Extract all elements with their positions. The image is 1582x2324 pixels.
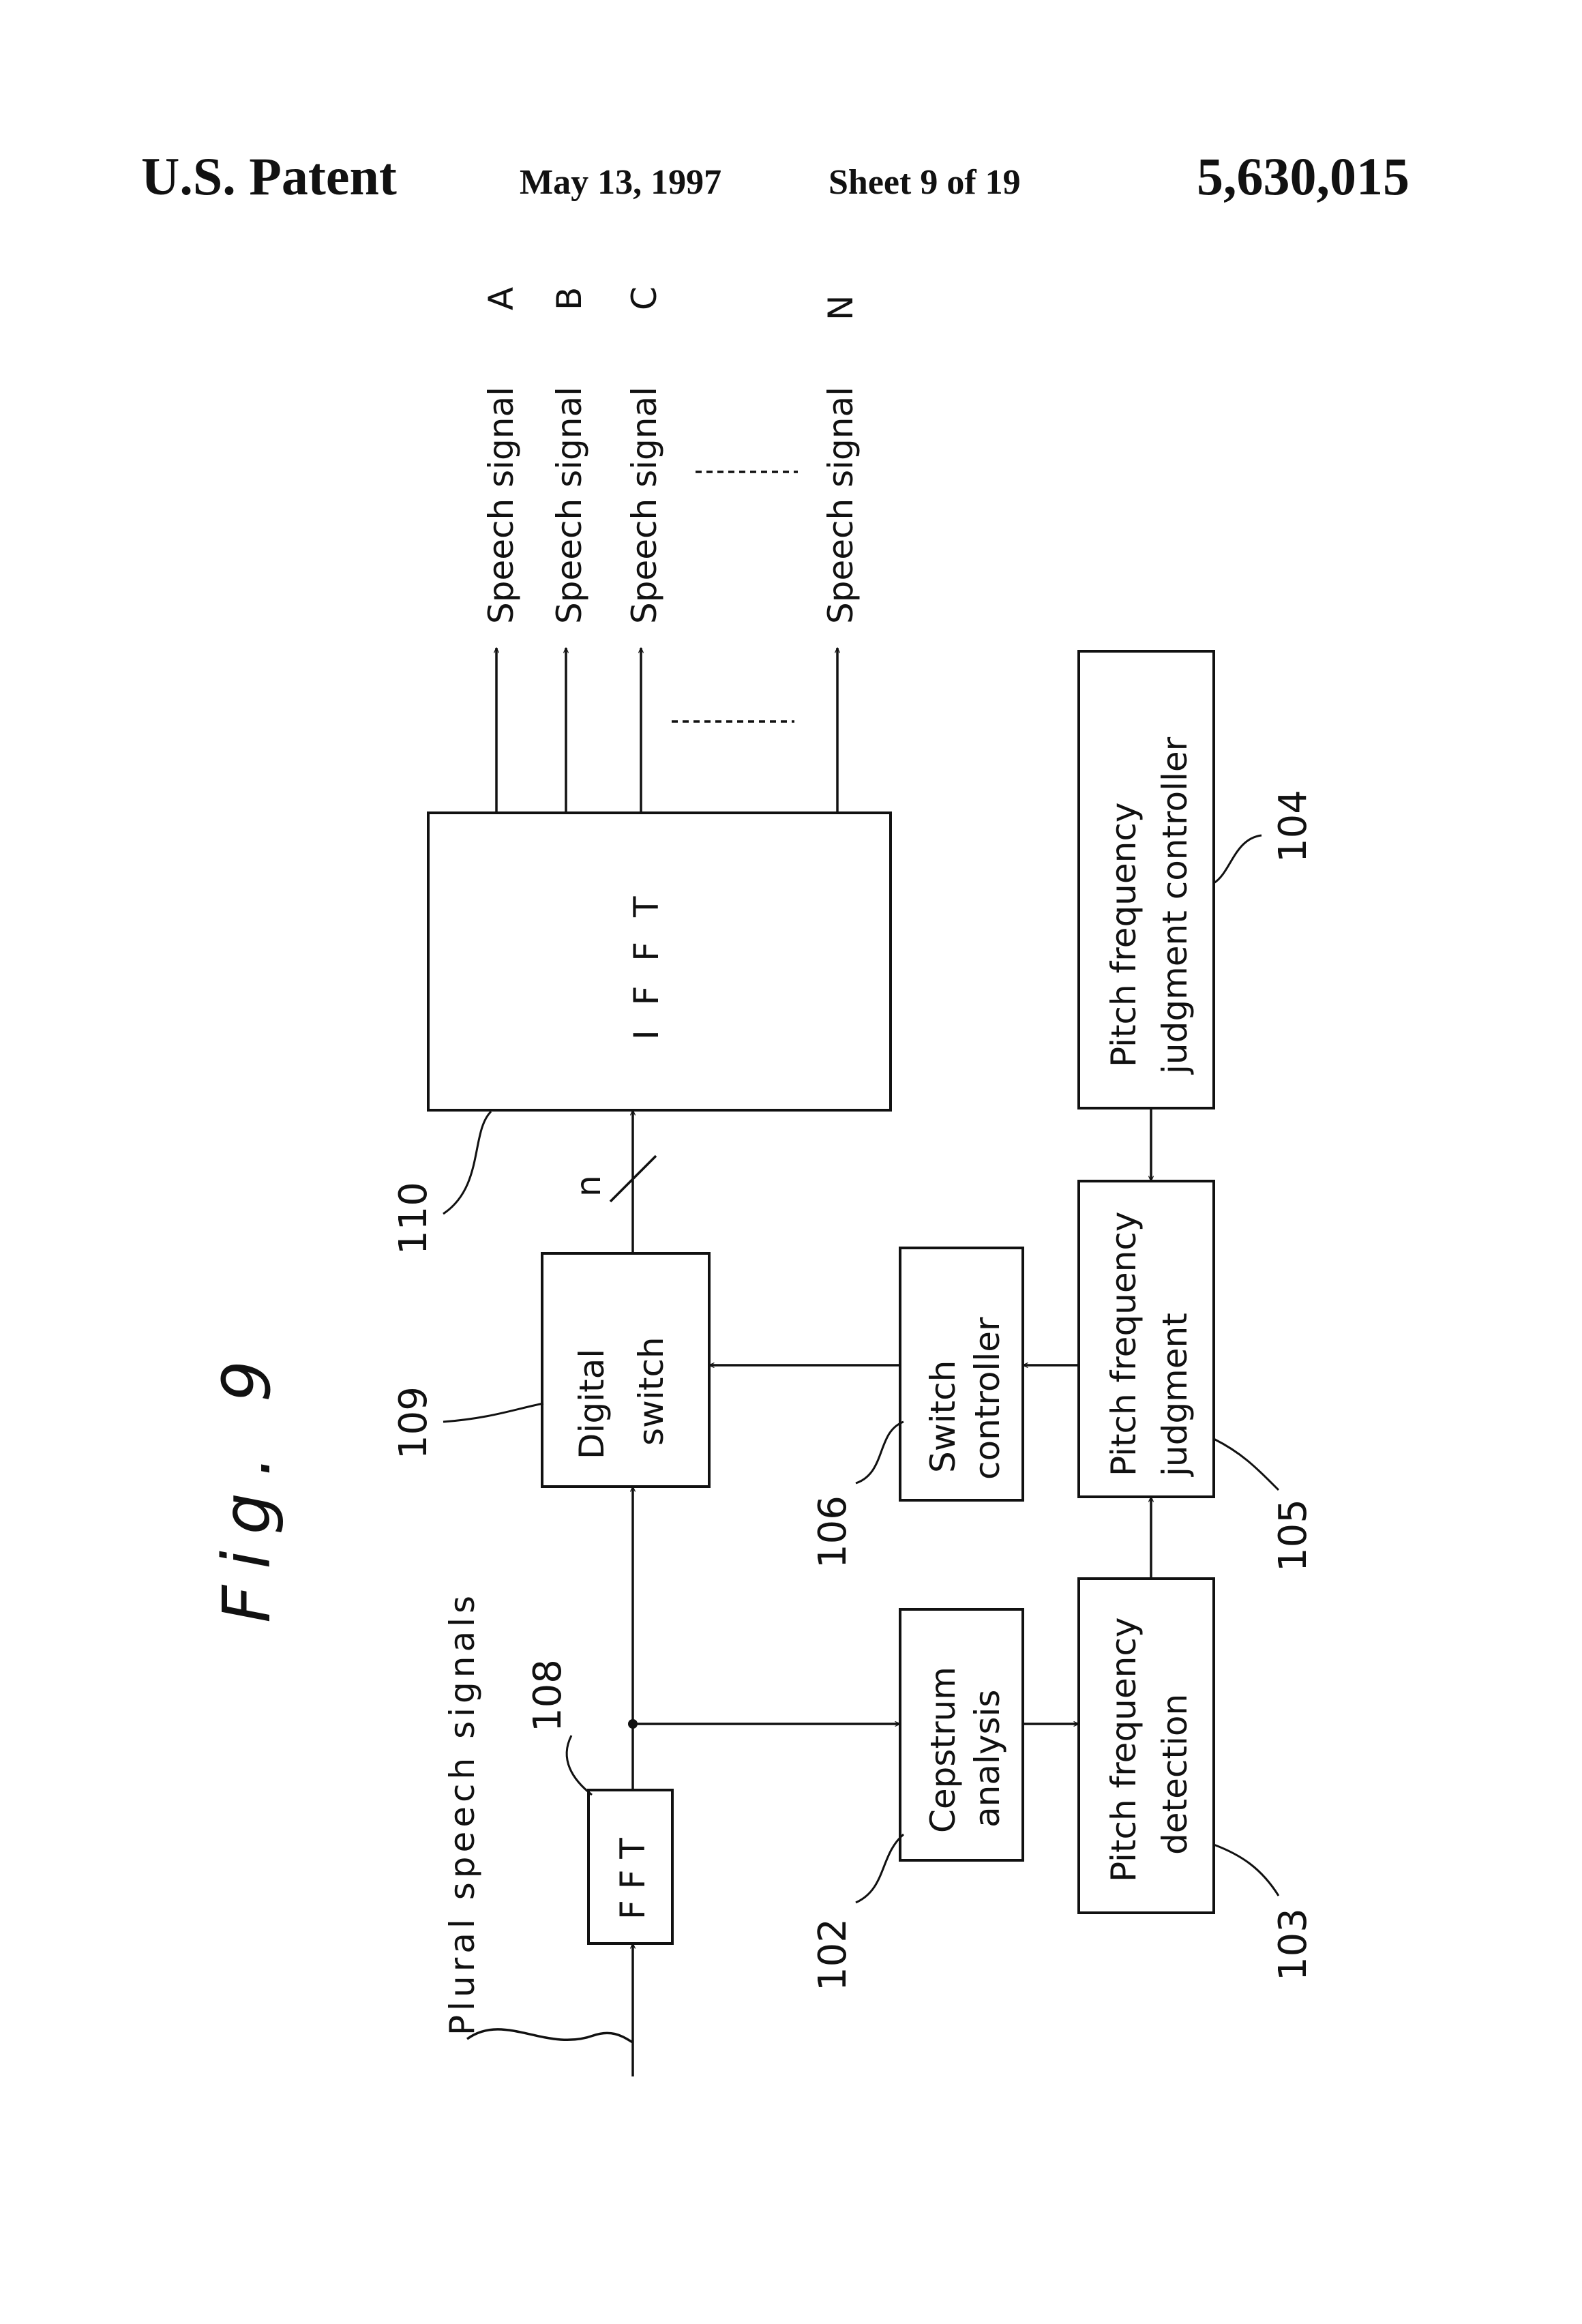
output-label-c: Speech signal bbox=[625, 387, 664, 624]
cepstrum-label-1: Cepstrum bbox=[923, 1667, 963, 1833]
judgment-controller-label-1: Pitch frequency bbox=[1104, 803, 1144, 1067]
digital-switch-ref: 109 bbox=[391, 1386, 436, 1459]
pitch-judgment-ref: 105 bbox=[1271, 1499, 1315, 1572]
output-letter-c: C bbox=[625, 286, 664, 310]
pitch-judgment-label-1: Pitch frequency bbox=[1104, 1212, 1144, 1476]
pitch-detection-label-2: detection bbox=[1155, 1694, 1195, 1855]
fft-label: F F T bbox=[613, 1838, 653, 1920]
pitch-detection-ref: 103 bbox=[1271, 1908, 1315, 1981]
switch-controller-label-2: controller bbox=[968, 1317, 1007, 1480]
output-letter-b: B bbox=[550, 287, 589, 310]
switch-controller-ref: 106 bbox=[811, 1495, 855, 1568]
judgment-controller-ref: 104 bbox=[1271, 790, 1315, 863]
input-label: Plural speech signals bbox=[443, 1592, 482, 2036]
output-label-b: Speech signal bbox=[550, 387, 589, 624]
ifft-ref-leader bbox=[443, 1112, 491, 1214]
ifft-ref: 110 bbox=[391, 1182, 436, 1255]
cepstrum-ref-leader bbox=[856, 1834, 904, 1903]
fft-ref: 108 bbox=[526, 1659, 570, 1732]
bus-width-label: n bbox=[569, 1175, 608, 1197]
output-letter-a: A bbox=[481, 287, 521, 310]
pitch-detection-ref-leader bbox=[1214, 1845, 1279, 1896]
digital-switch-label-1: Digital bbox=[572, 1349, 612, 1459]
judgment-controller-ref-leader bbox=[1214, 835, 1262, 883]
pitch-detection-label-1: Pitch frequency bbox=[1104, 1618, 1144, 1882]
pitch-judgment-ref-leader bbox=[1214, 1439, 1279, 1490]
switch-controller-label-1: Switch bbox=[923, 1360, 963, 1473]
input-wavy-line bbox=[467, 2029, 633, 2042]
ifft-label: I F F T bbox=[627, 890, 666, 1041]
output-label-n: Speech signal bbox=[821, 387, 861, 624]
output-letter-n: N bbox=[821, 295, 861, 321]
pitch-judgment-label-2: judgment bbox=[1155, 1313, 1195, 1477]
figure-title: Fig. 9 bbox=[209, 1344, 285, 1623]
digital-switch-ref-leader bbox=[443, 1403, 543, 1422]
output-label-a: Speech signal bbox=[481, 387, 521, 624]
fft-ref-leader bbox=[567, 1735, 592, 1795]
judgment-controller-label-2: judgment controller bbox=[1155, 736, 1195, 1075]
digital-switch-block bbox=[542, 1253, 709, 1487]
cepstrum-label-2: analysis bbox=[968, 1690, 1007, 1828]
digital-switch-label-2: switch bbox=[631, 1337, 671, 1446]
switch-controller-ref-leader bbox=[856, 1422, 904, 1483]
cepstrum-ref: 102 bbox=[811, 1918, 855, 1991]
